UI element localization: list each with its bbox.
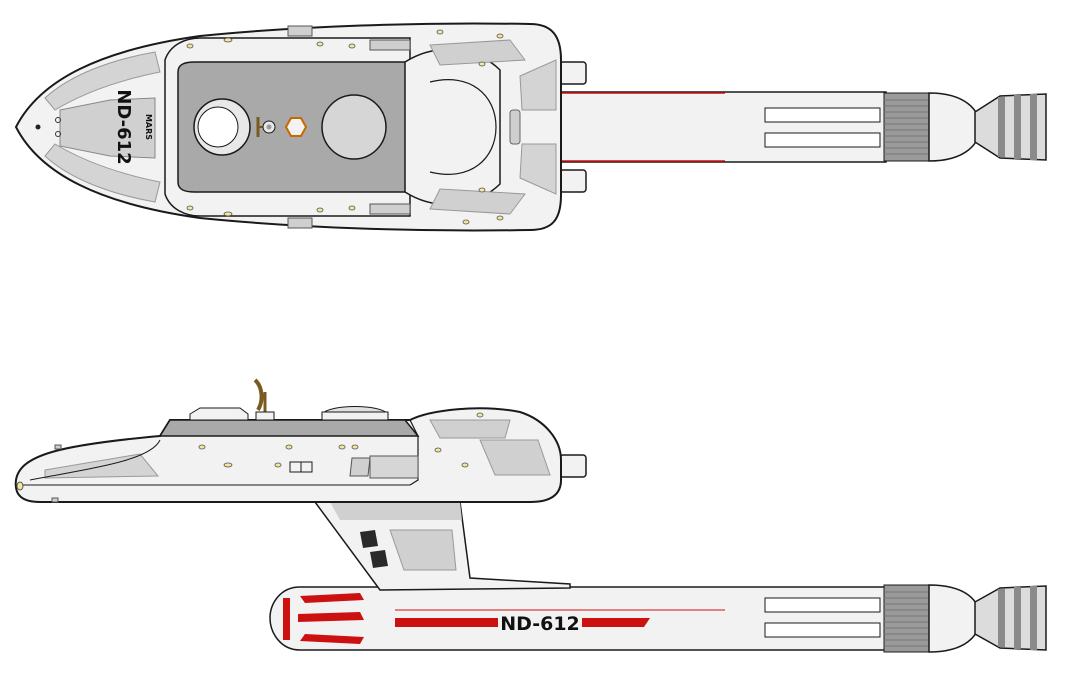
- side-pylon-grey-band: [330, 502, 462, 520]
- side-pod-stripe-left: [395, 618, 498, 627]
- side-pod-red-chevron: [300, 593, 364, 603]
- top-rear-thruster-upper: [559, 61, 587, 85]
- top-aft-dome: [429, 79, 497, 175]
- side-view: ND-612: [14, 378, 1047, 653]
- sensor-dot: [55, 131, 61, 137]
- side-nozzle-bell: [974, 585, 1047, 651]
- top-vent-grille: [509, 109, 521, 145]
- side-engine-pod: ND-612: [269, 584, 1047, 653]
- side-main-hull: [14, 407, 562, 503]
- side-collar-ribs: [884, 591, 929, 647]
- side-rear-thruster: [559, 454, 587, 478]
- side-pod-red-chevron: [298, 612, 364, 622]
- top-ship-name: MARS: [144, 114, 153, 140]
- top-bow-panel-lower: [44, 143, 161, 203]
- side-bow-stripe: [29, 439, 161, 481]
- sensor-dot: [55, 117, 61, 123]
- side-aft-hatch: [349, 457, 371, 477]
- top-sensor-dish: [256, 117, 276, 137]
- top-rear-thruster-lower: [559, 169, 587, 193]
- side-bow-antenna: [54, 444, 62, 450]
- top-nacelle-boom: [555, 91, 887, 163]
- side-nacelle-dome: [928, 584, 981, 653]
- top-hex-sensor: [284, 117, 308, 137]
- top-registry-number: ND-612: [113, 89, 134, 164]
- side-pod-vent: [764, 597, 881, 613]
- side-pod-hull: [269, 586, 887, 651]
- top-side-panel-upper: [519, 59, 557, 111]
- top-hatch-left-inner: [197, 106, 239, 148]
- top-collar-ribs: [884, 99, 929, 155]
- top-nacelle-vent: [764, 132, 881, 148]
- top-bow-window-plate: [59, 97, 156, 159]
- top-aft-wing-panel-lower: [429, 188, 526, 215]
- top-side-panel-lower: [519, 143, 557, 195]
- side-dome-base: [321, 411, 389, 421]
- top-engine-nacelle: [555, 91, 1047, 163]
- top-nozzle-stripes: [998, 94, 1037, 160]
- top-hull-hatch: [369, 39, 411, 51]
- side-pylon-vents: [360, 530, 388, 568]
- top-hull-vent: [287, 25, 313, 37]
- side-pod-red-bar: [283, 598, 290, 640]
- side-deck-hatch: [189, 407, 249, 421]
- top-hull-hatch: [369, 203, 411, 215]
- top-hull-vent: [287, 217, 313, 229]
- top-view: ND-612 MARS: [14, 22, 1047, 232]
- side-nozzle-stripes: [998, 586, 1037, 650]
- top-windows: [186, 29, 504, 225]
- side-dorsal-deck: [158, 419, 420, 437]
- side-registry-number: ND-612: [500, 613, 580, 635]
- side-pod-stripe-right: [582, 618, 650, 627]
- side-sensor-mast: [253, 378, 275, 421]
- side-nav-light: [16, 481, 24, 491]
- top-nozzle-bell: [974, 93, 1047, 161]
- side-aft-hatch-box: [369, 455, 419, 479]
- top-aft-structure: [404, 48, 501, 206]
- side-pod-vent: [764, 622, 881, 638]
- top-nacelle-vent: [764, 107, 881, 123]
- top-nacelle-dome: [928, 92, 981, 162]
- sensor-dot: [35, 124, 41, 130]
- top-hatch-right: [321, 94, 387, 160]
- top-aft-wing-panel-upper: [429, 39, 526, 66]
- top-nacelle-ribbed-collar: [883, 92, 930, 162]
- side-windows: [198, 412, 484, 468]
- side-pod-red-chevron: [300, 634, 364, 644]
- side-aft-panel-lower: [479, 439, 551, 476]
- side-pylon-panel: [389, 529, 457, 571]
- side-ribbed-collar: [883, 584, 930, 653]
- top-bow-panel-upper: [44, 51, 161, 111]
- side-keel-antenna: [51, 497, 59, 503]
- side-aft-panel-upper: [429, 419, 511, 439]
